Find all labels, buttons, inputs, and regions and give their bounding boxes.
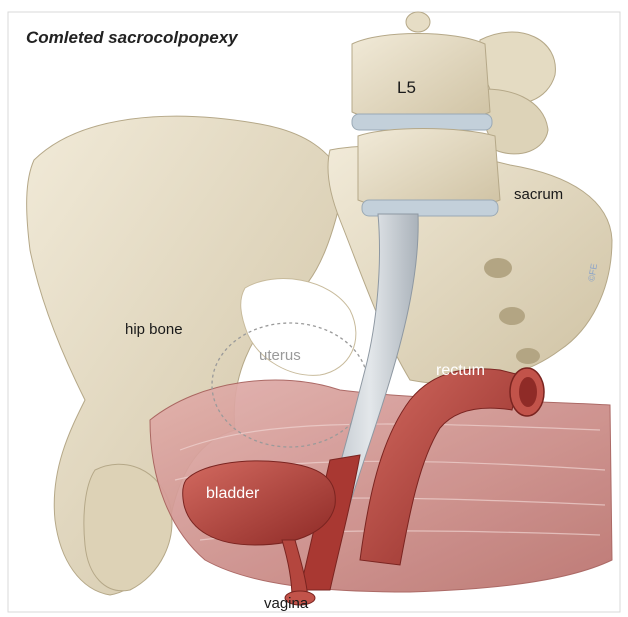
sacral-foramen	[499, 307, 525, 325]
vertebra-tip	[406, 12, 430, 32]
label-rectum: rectum	[436, 362, 485, 380]
rectum-lumen	[519, 377, 537, 407]
page-title: Comleted sacrocolpopexy	[26, 28, 238, 48]
label-sacrum: sacrum	[514, 186, 563, 203]
label-uterus: uterus	[259, 347, 301, 364]
label-hip-bone: hip bone	[125, 321, 183, 338]
intervertebral-disc	[352, 114, 492, 130]
label-bladder: bladder	[206, 485, 259, 503]
label-l5: L5	[397, 78, 416, 98]
s1-vertebra	[358, 129, 500, 210]
l5-vertebra	[352, 34, 490, 123]
label-vagina: vagina	[264, 595, 308, 612]
sacral-foramen	[516, 348, 540, 364]
sacral-foramen	[484, 258, 512, 278]
